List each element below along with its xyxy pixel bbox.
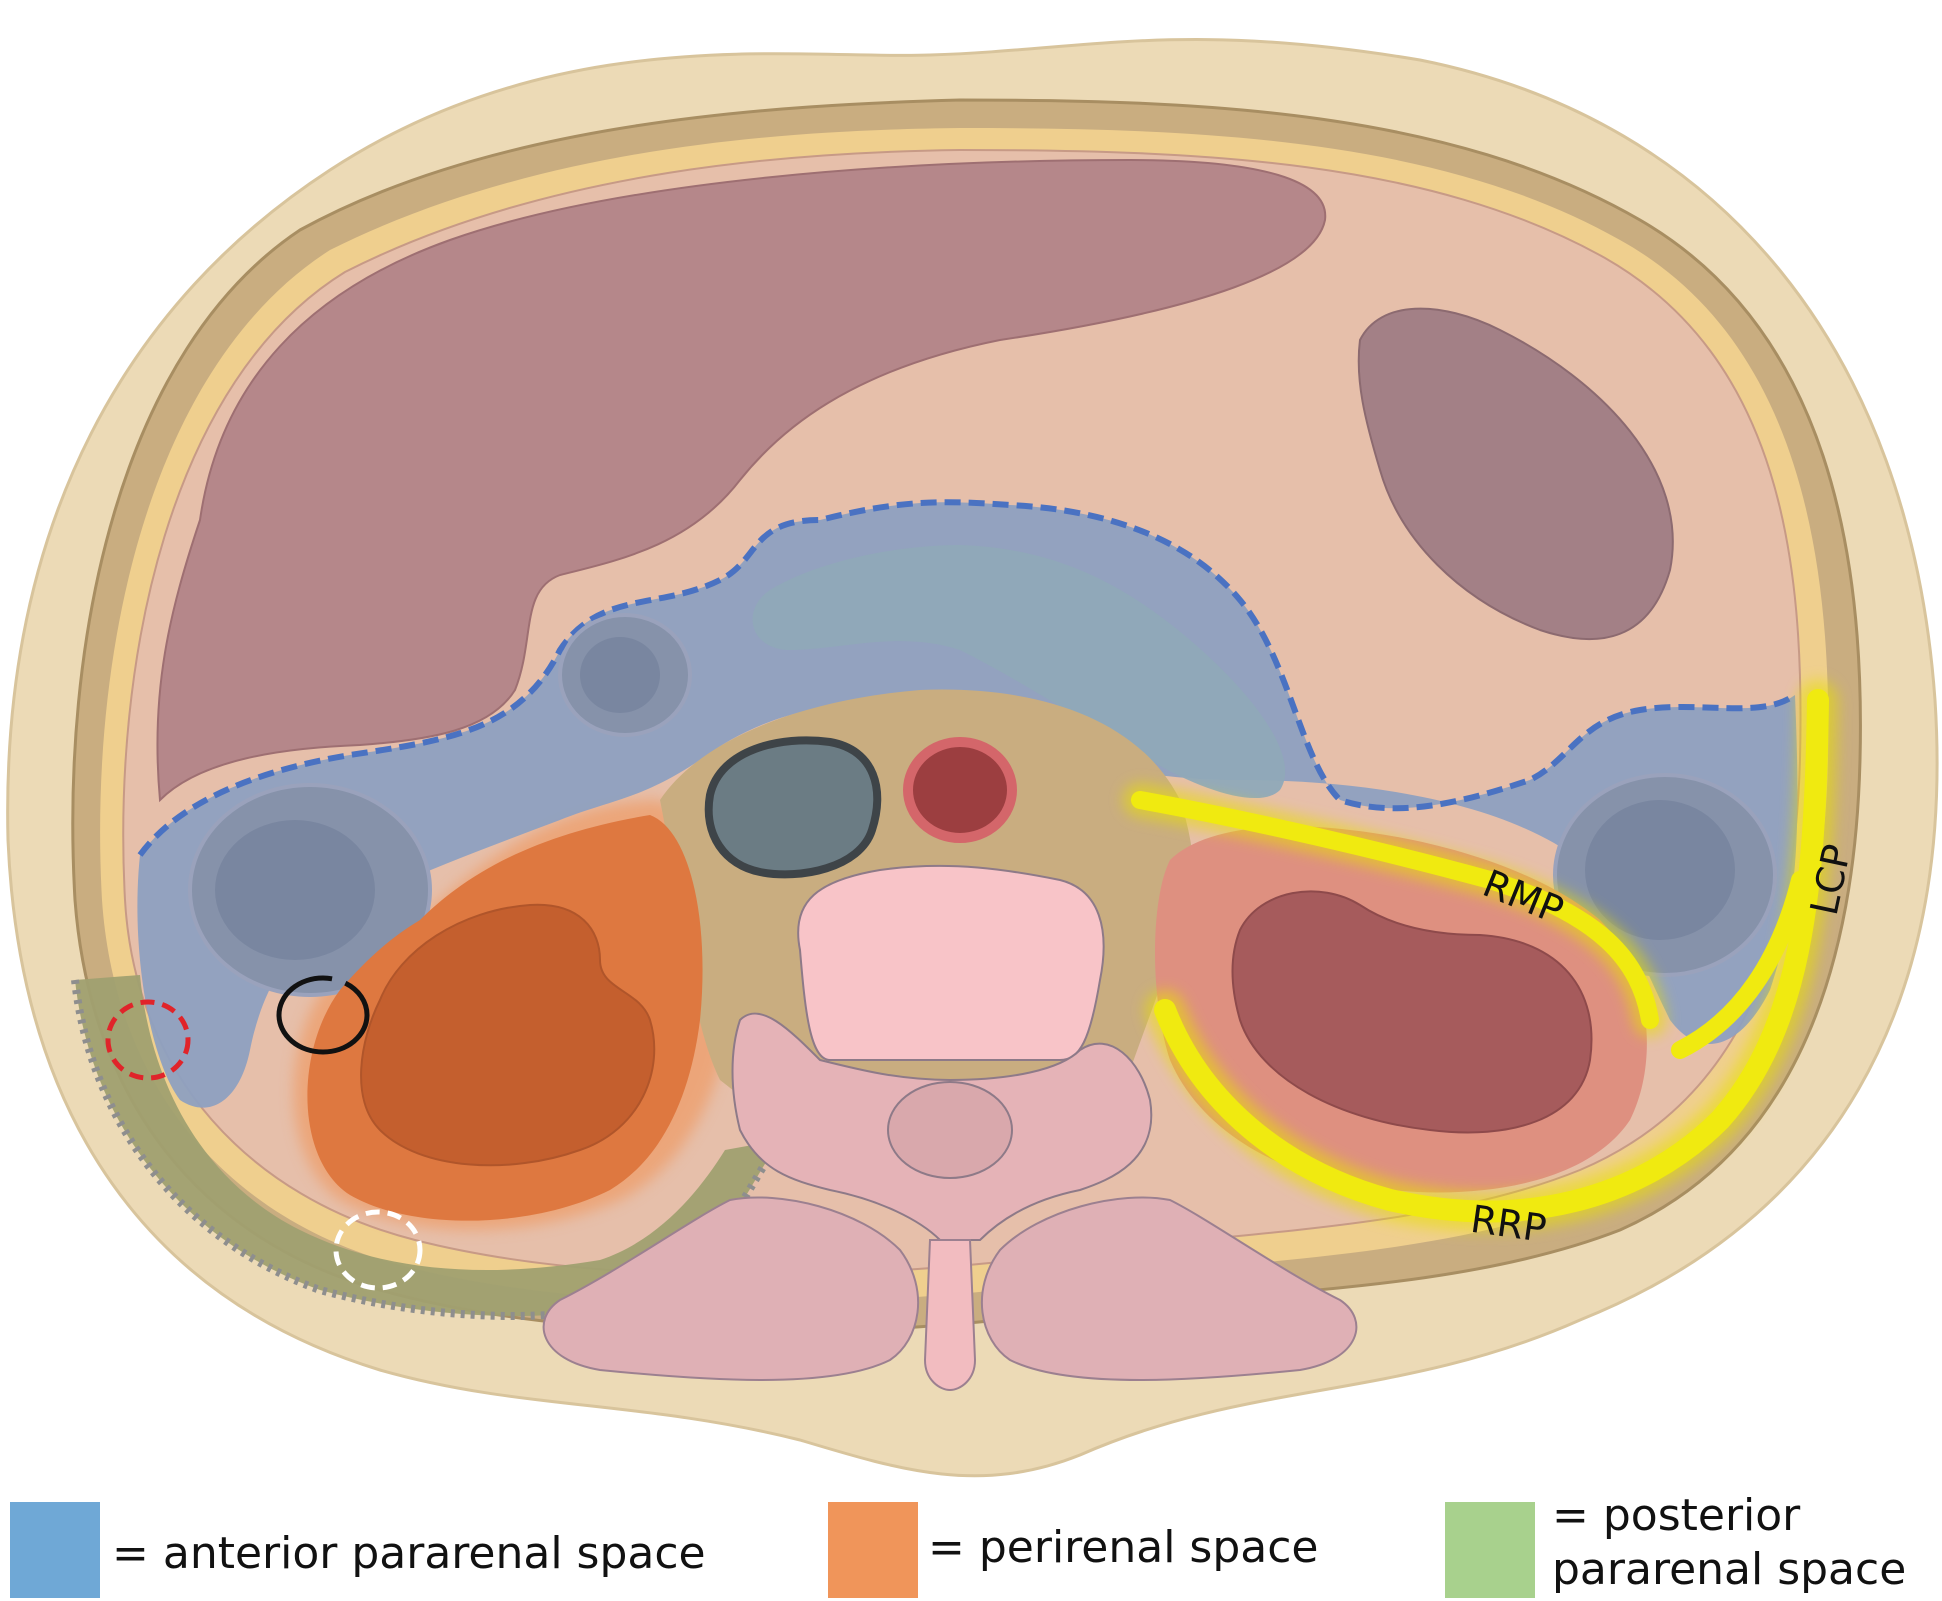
pancreas xyxy=(752,545,1286,799)
right-kidney xyxy=(360,903,656,1167)
fascia-lines xyxy=(1123,680,1838,1232)
left-kidney xyxy=(1231,890,1593,1134)
duodenum-lumen xyxy=(580,637,660,713)
aorta xyxy=(903,737,1017,843)
inferior-vena-cava xyxy=(704,736,882,879)
legend-swatch-perirenal xyxy=(828,1502,918,1598)
white-dashed-circle xyxy=(333,1209,423,1291)
spinal-canal xyxy=(887,1081,1013,1179)
vertebral-body xyxy=(797,864,1105,1061)
vertebra xyxy=(542,864,1358,1392)
legend-label-posterior-line1: = posterior xyxy=(1552,1490,1801,1541)
label-rrp: RRP xyxy=(1468,1197,1549,1251)
paraspinal-muscle-right xyxy=(542,1196,920,1381)
colon-left-lumen xyxy=(1585,800,1735,940)
red-dashed-circle xyxy=(105,999,191,1081)
black-dashed-circle xyxy=(276,975,370,1055)
legend-label-anterior: = anterior pararenal space xyxy=(112,1528,706,1579)
legend-swatch-anterior xyxy=(10,1502,100,1598)
spleen xyxy=(1357,307,1674,641)
legend-label-posterior-line2: pararenal space xyxy=(1552,1544,1907,1595)
colon-right-lumen xyxy=(215,820,375,960)
anterior-pararenal-boundary xyxy=(137,499,1797,857)
legend-label-perirenal: = perirenal space xyxy=(928,1522,1319,1573)
legend-swatch-posterior xyxy=(1445,1502,1535,1598)
paraspinal-muscle-left xyxy=(980,1196,1358,1381)
legend: = anterior pararenal space = perirenal s… xyxy=(0,1490,1942,1600)
anatomy-cross-section: RMP LCP RRP xyxy=(6,38,1939,1478)
liver xyxy=(156,158,1327,803)
posterior-pararenal-space xyxy=(75,975,780,1317)
spinous-process xyxy=(923,1239,977,1392)
